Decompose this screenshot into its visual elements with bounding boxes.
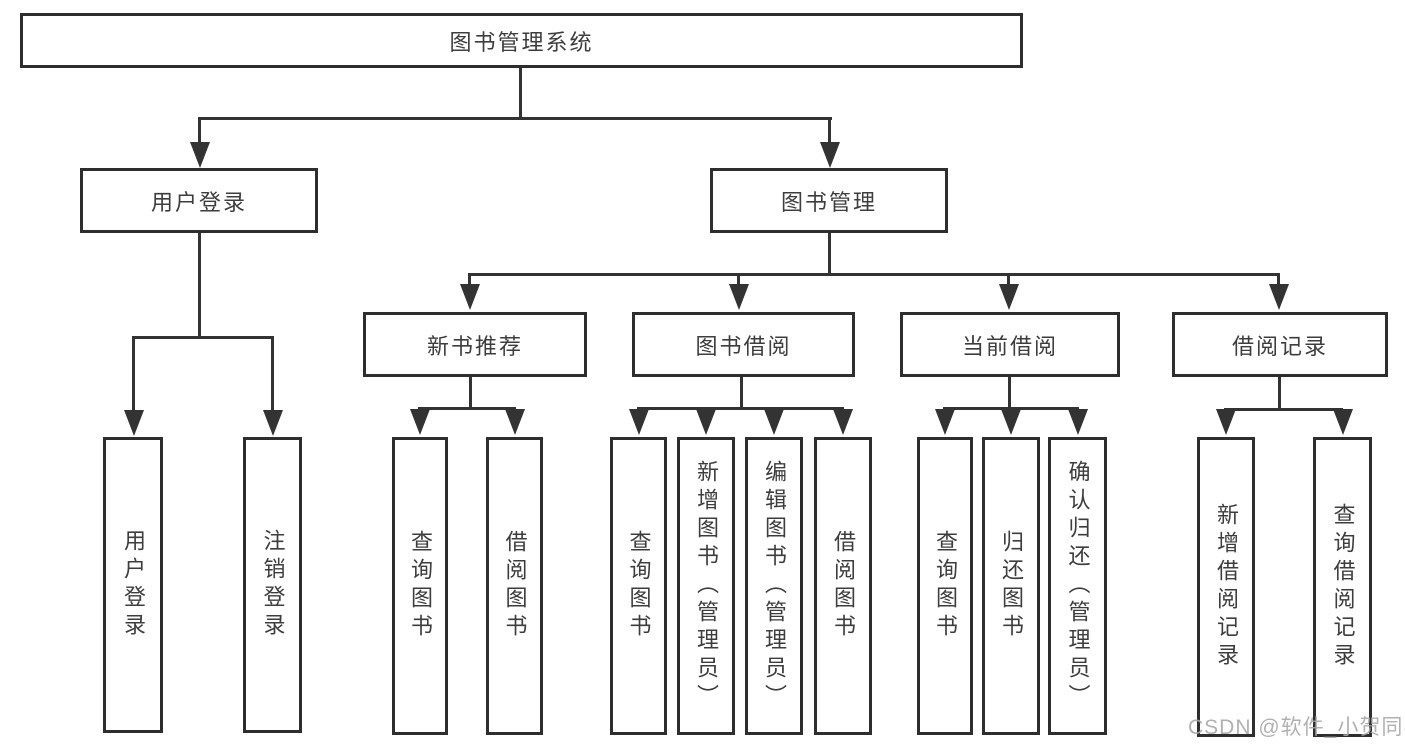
arrowhead-icon	[820, 142, 840, 168]
leaf-logout: 注销登录	[243, 437, 302, 733]
leaf-newrec-query-books: 查询图书	[392, 437, 448, 735]
node-root: 图书管理系统	[20, 13, 1023, 68]
arrowhead-icon	[629, 409, 649, 435]
leaf-borrowing-add-books-admin: 新增图书（管理员）	[677, 437, 735, 735]
connector-line	[519, 68, 522, 117]
arrowhead-icon	[1269, 284, 1289, 310]
connector-line	[1278, 377, 1281, 408]
connector-line	[198, 117, 201, 145]
node-book-borrowing: 图书借阅	[632, 312, 855, 377]
node-borrow-records: 借阅记录	[1172, 312, 1388, 377]
leaf-records-add-record: 新增借阅记录	[1197, 437, 1255, 737]
node-current-borrowing: 当前借阅	[900, 312, 1120, 377]
arrowhead-icon	[1068, 409, 1088, 435]
leaf-user-login: 用户登录	[103, 437, 163, 733]
connector-line	[740, 377, 743, 407]
connector-line	[737, 273, 740, 285]
node-book-management: 图书管理	[710, 168, 948, 233]
arrowhead-icon	[1333, 409, 1353, 435]
connector-line	[637, 407, 844, 410]
arrowhead-icon	[460, 284, 480, 310]
arrowhead-icon	[696, 409, 716, 435]
leaf-current-return-books: 归还图书	[982, 437, 1040, 735]
connector-line	[468, 273, 471, 285]
arrowhead-icon	[935, 409, 955, 435]
arrowhead-icon	[999, 284, 1019, 310]
connector-line	[198, 117, 832, 120]
leaf-borrowing-borrow-books: 借阅图书	[814, 437, 872, 735]
node-user-login: 用户登录	[80, 168, 318, 233]
connector-line	[1224, 408, 1343, 411]
arrowhead-icon	[764, 409, 784, 435]
connector-line	[198, 233, 201, 336]
connector-line	[1007, 273, 1010, 285]
leaf-current-query-books: 查询图书	[917, 437, 973, 735]
arrowhead-icon	[124, 410, 144, 436]
arrowhead-icon	[263, 410, 283, 436]
connector-line	[943, 407, 1079, 410]
connector-line	[469, 377, 472, 407]
arrowhead-icon	[833, 409, 853, 435]
leaf-records-query-record: 查询借阅记录	[1313, 437, 1372, 737]
connector-line	[828, 233, 831, 273]
connector-line	[418, 407, 516, 410]
arrowhead-icon	[505, 409, 525, 435]
leaf-borrowing-edit-books-admin: 编辑图书（管理员）	[745, 437, 803, 735]
leaf-borrowing-query-books: 查询图书	[610, 437, 667, 735]
arrowhead-icon	[410, 409, 430, 435]
connector-line	[1008, 377, 1011, 407]
arrowhead-icon	[729, 284, 749, 310]
connector-line	[1277, 273, 1280, 285]
connector-line	[468, 273, 1280, 276]
leaf-newrec-borrow-books: 借阅图书	[486, 437, 543, 735]
arrowhead-icon	[1001, 409, 1021, 435]
connector-line	[132, 336, 274, 339]
connector-line	[132, 336, 135, 412]
csdn-watermark: CSDN @软件_小贺同学	[1188, 716, 1405, 739]
leaf-current-confirm-return-admin: 确认归还（管理员）	[1048, 437, 1107, 735]
node-new-book-recommend: 新书推荐	[363, 312, 587, 377]
arrowhead-icon	[190, 142, 210, 168]
arrowhead-icon	[1216, 409, 1236, 435]
connector-line	[271, 336, 274, 412]
connector-line	[828, 117, 831, 145]
